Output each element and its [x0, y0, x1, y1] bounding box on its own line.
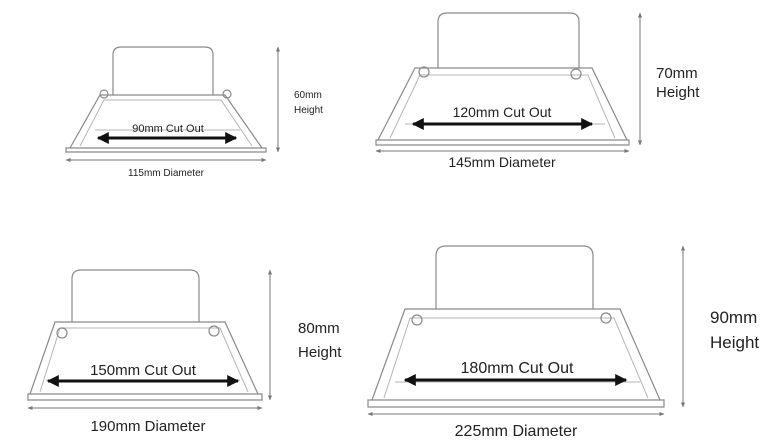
- height-value-label: 90mm: [710, 308, 757, 327]
- driver-box: [435, 245, 594, 309]
- spring-clip-icon: [56, 327, 68, 339]
- diameter-label: 115mm Diameter: [128, 168, 205, 179]
- spring-clip-icon: [418, 66, 430, 78]
- height-word-label: Height: [294, 105, 323, 116]
- driver-box: [437, 12, 580, 68]
- flange: [375, 139, 630, 146]
- lamp-body: [371, 308, 661, 401]
- cut-out-label: 120mm Cut Out: [453, 104, 552, 120]
- spring-clip-icon: [99, 89, 109, 99]
- downlight-115mm: 90mm Cut Out 115mm Diameter 60mm Height: [65, 46, 323, 179]
- spring-clip-icon: [570, 68, 582, 80]
- spring-clip-icon: [222, 89, 232, 99]
- height-word-label: Height: [656, 84, 700, 101]
- driver-box: [112, 46, 214, 95]
- height-word-label: Height: [710, 333, 759, 352]
- driver-box: [71, 269, 200, 322]
- cut-out-label: 90mm Cut Out: [132, 123, 204, 135]
- diameter-label: 190mm Diameter: [90, 418, 205, 435]
- height-value-label: 60mm: [294, 90, 322, 101]
- height-value-label: 80mm: [298, 320, 340, 337]
- diameter-label: 225mm Diameter: [455, 423, 578, 440]
- downlight-145mm: 120mm Cut Out 145mm Diameter 70mm Height: [375, 12, 700, 170]
- diameter-label: 145mm Diameter: [448, 154, 556, 170]
- height-value-label: 70mm: [656, 65, 698, 82]
- flange: [27, 393, 263, 401]
- flange: [367, 399, 665, 408]
- cut-out-label: 180mm Cut Out: [461, 360, 574, 377]
- downlight-225mm: 180mm Cut Out 225mm Diameter 90mm Height: [367, 245, 759, 440]
- lamp-body: [69, 94, 263, 149]
- lamp-body: [29, 321, 259, 395]
- spring-clip-icon: [411, 314, 423, 326]
- cut-out-label: 150mm Cut Out: [90, 362, 197, 379]
- flange: [65, 147, 267, 153]
- lamp-body: [377, 67, 628, 141]
- spring-clip-icon: [600, 312, 612, 324]
- height-word-label: Height: [298, 344, 342, 361]
- spring-clip-icon: [208, 325, 220, 337]
- downlight-190mm: 150mm Cut Out 190mm Diameter 80mm Height: [27, 269, 342, 435]
